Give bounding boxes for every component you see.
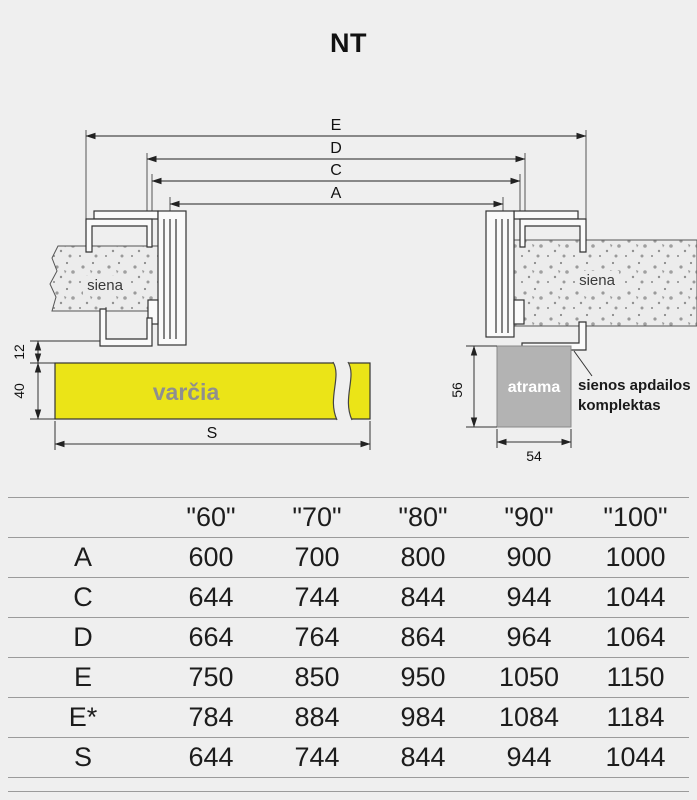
size-header: "90"	[504, 502, 554, 532]
size-header: "70"	[292, 502, 342, 532]
dim-label-E: E	[331, 117, 342, 134]
door-leaf: varčia	[54, 361, 371, 421]
door-width-dimension	[54, 421, 371, 450]
page-title: NT	[330, 28, 367, 58]
row-label: D	[73, 622, 93, 652]
support-rect	[496, 345, 572, 428]
size-header: "100"	[603, 502, 668, 532]
table-row: E* 784 884 984 1084 1184	[8, 698, 689, 738]
right-wall-label-bg	[575, 271, 619, 290]
dim-value: 844	[400, 742, 446, 772]
table-bottom-rule	[8, 791, 689, 792]
dim-value: 844	[400, 582, 446, 612]
row-label: A	[73, 542, 92, 572]
left-wall-label: siena	[87, 277, 124, 294]
support-block: atrama	[496, 345, 572, 428]
kit-label-line1: sienos apdailos	[578, 377, 691, 394]
kit-label-line2: komplektas	[578, 397, 661, 414]
left-wall: siena	[49, 245, 161, 312]
dim-value: 644	[188, 742, 234, 772]
support-label: atrama	[508, 379, 561, 396]
dim-label-A: A	[331, 185, 342, 202]
row-label: S	[73, 742, 92, 772]
wall-finish-kit-callout: sienos apdailos komplektas	[573, 350, 691, 414]
dim-value: 1000	[605, 542, 666, 572]
dim-label-40: 40	[11, 383, 27, 399]
dim-value: 944	[506, 582, 552, 612]
left-frame-profile	[85, 210, 187, 347]
table-row: D 664 764 864 964 1064	[8, 618, 689, 658]
left-wall-label-bg	[83, 276, 127, 295]
dim-value: 750	[188, 662, 234, 692]
dim-value: 644	[188, 582, 234, 612]
left-height-dimensions	[30, 340, 100, 420]
dim-value: 964	[506, 622, 552, 652]
table-row: S 644 744 844 944 1044	[8, 738, 689, 778]
table-corner-cell	[8, 498, 158, 538]
dim-value: 1064	[605, 622, 666, 652]
right-wall: siena	[511, 239, 697, 327]
dim-value: 900	[506, 542, 552, 572]
dim-label-54: 54	[526, 448, 542, 464]
dimension-table-wrap: "60" "70" "80" "90" "100" A 600 700 800 …	[8, 497, 689, 792]
dim-label-C: C	[330, 162, 342, 179]
dim-value: 1184	[606, 702, 665, 732]
dim-value: 600	[188, 542, 234, 572]
row-label: E*	[68, 702, 98, 732]
dim-value: 1050	[498, 662, 560, 692]
dim-value: 1044	[605, 582, 666, 612]
dim-value: 850	[294, 662, 340, 692]
right-frame-profile	[485, 210, 587, 351]
dim-value: 784	[188, 702, 234, 732]
dim-label-12: 12	[11, 344, 27, 360]
support-height-dimension	[466, 345, 497, 428]
dim-value: 864	[400, 622, 446, 652]
row-label: E	[73, 662, 92, 692]
dimension-table: "60" "70" "80" "90" "100" A 600 700 800 …	[8, 497, 689, 778]
table-row: E 750 850 950 1050 1150	[8, 658, 689, 698]
dim-value: 1084	[498, 702, 560, 732]
dim-label-56: 56	[449, 382, 465, 398]
dim-value: 1044	[605, 742, 666, 772]
dim-label-D: D	[330, 140, 342, 157]
dim-value: 764	[294, 622, 340, 652]
door-leaf-label: varčia	[153, 379, 220, 405]
dim-value: 884	[294, 702, 340, 732]
dim-value: 944	[506, 742, 552, 772]
dim-value: 744	[294, 742, 340, 772]
size-header: "80"	[398, 502, 448, 532]
dim-value: 950	[400, 662, 446, 692]
dim-value: 800	[400, 542, 446, 572]
dim-value: 664	[188, 622, 234, 652]
right-wall-label: siena	[579, 272, 616, 289]
dim-value: 700	[294, 542, 340, 572]
row-label: C	[73, 582, 93, 612]
table-header-row: "60" "70" "80" "90" "100"	[8, 497, 689, 538]
door-frame-cross-section-drawing: E D C A siena siena	[11, 117, 697, 464]
table-row: C 644 744 844 944 1044	[8, 578, 689, 618]
table-row: A 600 700 800 900 1000	[8, 538, 689, 578]
dim-value: 984	[400, 702, 446, 732]
size-header: "60"	[186, 502, 236, 532]
dim-value: 1150	[606, 662, 665, 692]
wall-finish-kit-piece	[521, 321, 587, 351]
dim-label-S: S	[207, 425, 218, 442]
support-width-dimension	[496, 429, 572, 448]
door-leaf-bar	[54, 362, 371, 420]
dim-value: 744	[294, 582, 340, 612]
width-dimension-lines	[85, 132, 587, 208]
break-symbol	[333, 362, 352, 420]
